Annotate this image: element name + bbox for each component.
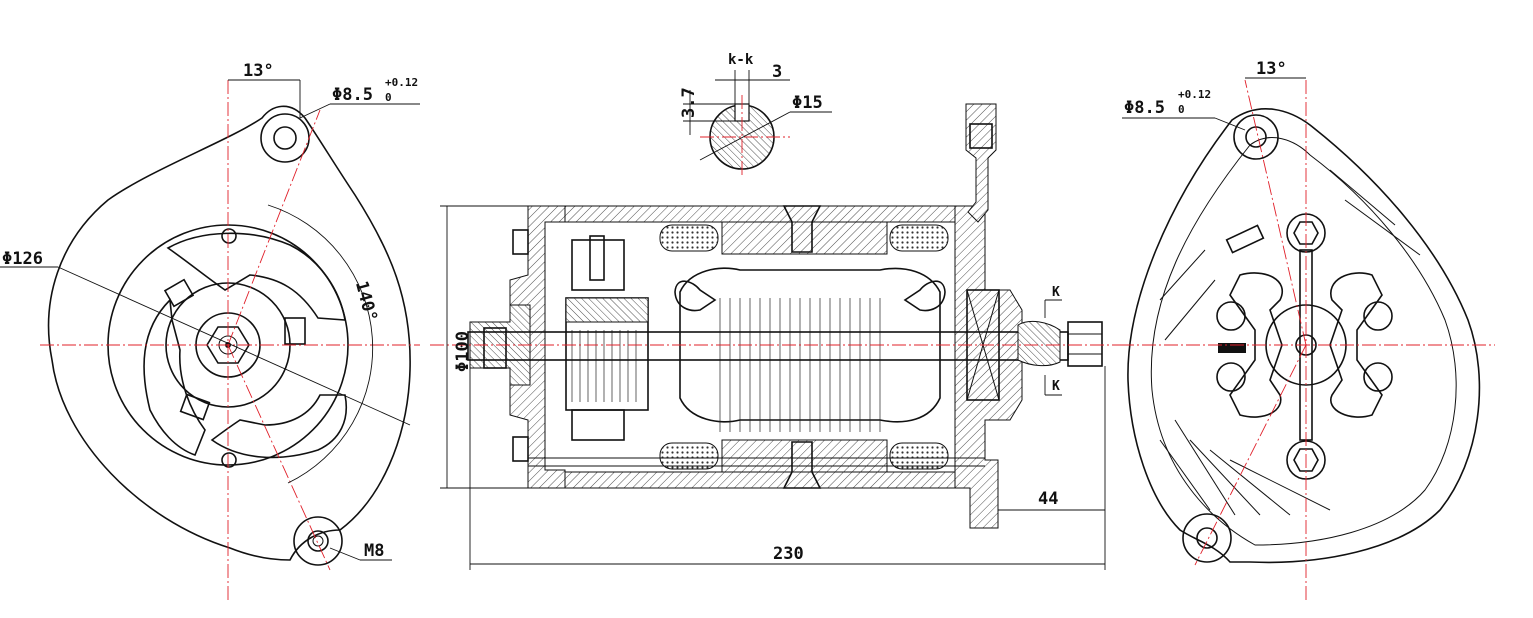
left-small-hole-bottom <box>221 452 237 468</box>
shaft-nut <box>1067 321 1103 367</box>
dim-left-hole: Φ8.5 <box>332 85 373 105</box>
dim-left-hole-tol-upper: +0.12 <box>385 76 418 89</box>
left-centerline-ear-lower <box>227 344 331 571</box>
left-upper-hole <box>273 126 297 150</box>
right-lower-hole <box>1196 527 1218 549</box>
dim-right-hole: Φ8.5 <box>1124 98 1165 118</box>
rear-end-cover <box>954 205 1023 529</box>
dim-key-depth: 3.7 <box>679 87 699 118</box>
right-housing-outline <box>1127 108 1481 564</box>
right-brush-plate-right <box>1329 272 1383 418</box>
field-coil-bottom-right <box>889 442 949 470</box>
armature-laminations <box>719 298 881 432</box>
field-coil-top-right <box>889 224 949 252</box>
right-centerline-ear-lower <box>1194 344 1307 566</box>
brush-holder-top <box>571 239 625 291</box>
dim-right-hole-leader <box>1214 117 1246 131</box>
left-lower-hole <box>307 530 329 552</box>
left-fan-blade-upper <box>166 232 346 321</box>
left-upper-ear <box>260 113 310 163</box>
right-stud-bottom-nut <box>1293 448 1319 472</box>
terminal-bracket <box>965 103 997 223</box>
right-terminal-4 <box>1363 362 1393 392</box>
right-brush-plate-left <box>1229 272 1283 418</box>
left-pole-tab-2 <box>284 317 306 345</box>
right-housing-inner <box>1150 137 1457 546</box>
front-bearing <box>483 327 507 369</box>
pole-bolt-top <box>782 205 822 253</box>
side-section-view: K K Φ100 230 44 <box>430 103 1125 570</box>
dim-left-hole-leader <box>299 103 331 119</box>
left-end-view: Φ126 13° Φ8.5 +0.12 0 140° M8 <box>0 61 420 600</box>
dim-shaft-length: 44 <box>1038 489 1058 509</box>
pole-bolt-bottom <box>782 441 822 489</box>
right-terminal-strap <box>1218 343 1246 353</box>
left-pole-tab-3 <box>179 393 211 421</box>
dim-thread: M8 <box>364 541 384 561</box>
right-stud-top-nut <box>1293 221 1319 245</box>
right-terminal-1 <box>1216 301 1246 331</box>
left-small-hole-top <box>221 228 237 244</box>
dim-shaft-diameter: Φ15 <box>792 93 823 113</box>
dim-outer-diameter: Φ126 <box>2 249 43 269</box>
right-cooling-ribs <box>1159 169 1421 516</box>
dim-right-hole-tol-lower: 0 <box>1178 103 1185 116</box>
left-fan-blade-left <box>143 298 206 457</box>
dim-overall-length: 230 <box>773 544 804 564</box>
commutator-segments <box>571 330 637 402</box>
dim-outer-diameter-leader <box>57 266 411 426</box>
field-coil-bottom-left <box>659 442 719 470</box>
housing-bottom-shell <box>554 471 966 489</box>
front-bolt-head-bottom <box>512 436 529 462</box>
front-bolt-head-top <box>512 229 529 255</box>
front-end-cover <box>509 205 566 489</box>
dim-left-angle: 13° <box>243 61 274 81</box>
dim-bolt-angle: 140° <box>351 279 381 324</box>
dim-right-angle: 13° <box>1256 59 1287 79</box>
section-label: k-k <box>728 52 754 68</box>
right-terminal-2 <box>1216 362 1246 392</box>
armature-outline <box>679 267 941 423</box>
section-mark-top: K <box>1052 285 1060 300</box>
winding-end-right <box>903 280 946 312</box>
brush-top <box>589 235 605 281</box>
dim-left-hole-tol-lower: 0 <box>385 91 392 104</box>
left-fan-blade-lower <box>210 394 347 459</box>
dim-bolt-angle-arc <box>267 204 374 484</box>
housing-top-shell <box>554 205 966 223</box>
dim-shaft-diameter-leader <box>699 111 791 161</box>
left-lower-hole-inner <box>312 535 324 547</box>
section-mark-bottom: K <box>1052 379 1060 394</box>
stator-pole-bottom <box>721 439 888 473</box>
right-lower-ear <box>1182 513 1232 563</box>
field-coil-top-left <box>659 224 719 252</box>
left-lower-ear <box>293 516 343 566</box>
dim-thread-leader <box>329 547 361 561</box>
shaft-key-section <box>1017 320 1061 367</box>
dim-right-hole-tol-upper: +0.12 <box>1178 88 1211 101</box>
dim-body-diameter: Φ100 <box>453 331 473 372</box>
commutator-hub <box>565 297 649 323</box>
left-housing-outline <box>47 105 411 561</box>
dim-key-width: 3 <box>772 62 782 82</box>
winding-end-left <box>674 280 717 312</box>
stator-pole-top <box>721 221 888 255</box>
right-upper-hole <box>1245 126 1267 148</box>
right-terminal-3 <box>1363 301 1393 331</box>
right-centerline-ear <box>1244 79 1307 346</box>
terminal-block <box>969 123 993 149</box>
section-k-k: k-k 3 3.7 Φ15 <box>679 52 832 178</box>
right-end-view: 13° Φ8.5 +0.12 0 <box>1120 59 1495 600</box>
left-pole-tab-1 <box>163 278 195 308</box>
brush-holder-bottom <box>571 409 625 441</box>
left-centerline-ear <box>227 109 321 346</box>
right-brush-spring <box>1225 224 1265 254</box>
right-upper-ear <box>1233 114 1279 160</box>
